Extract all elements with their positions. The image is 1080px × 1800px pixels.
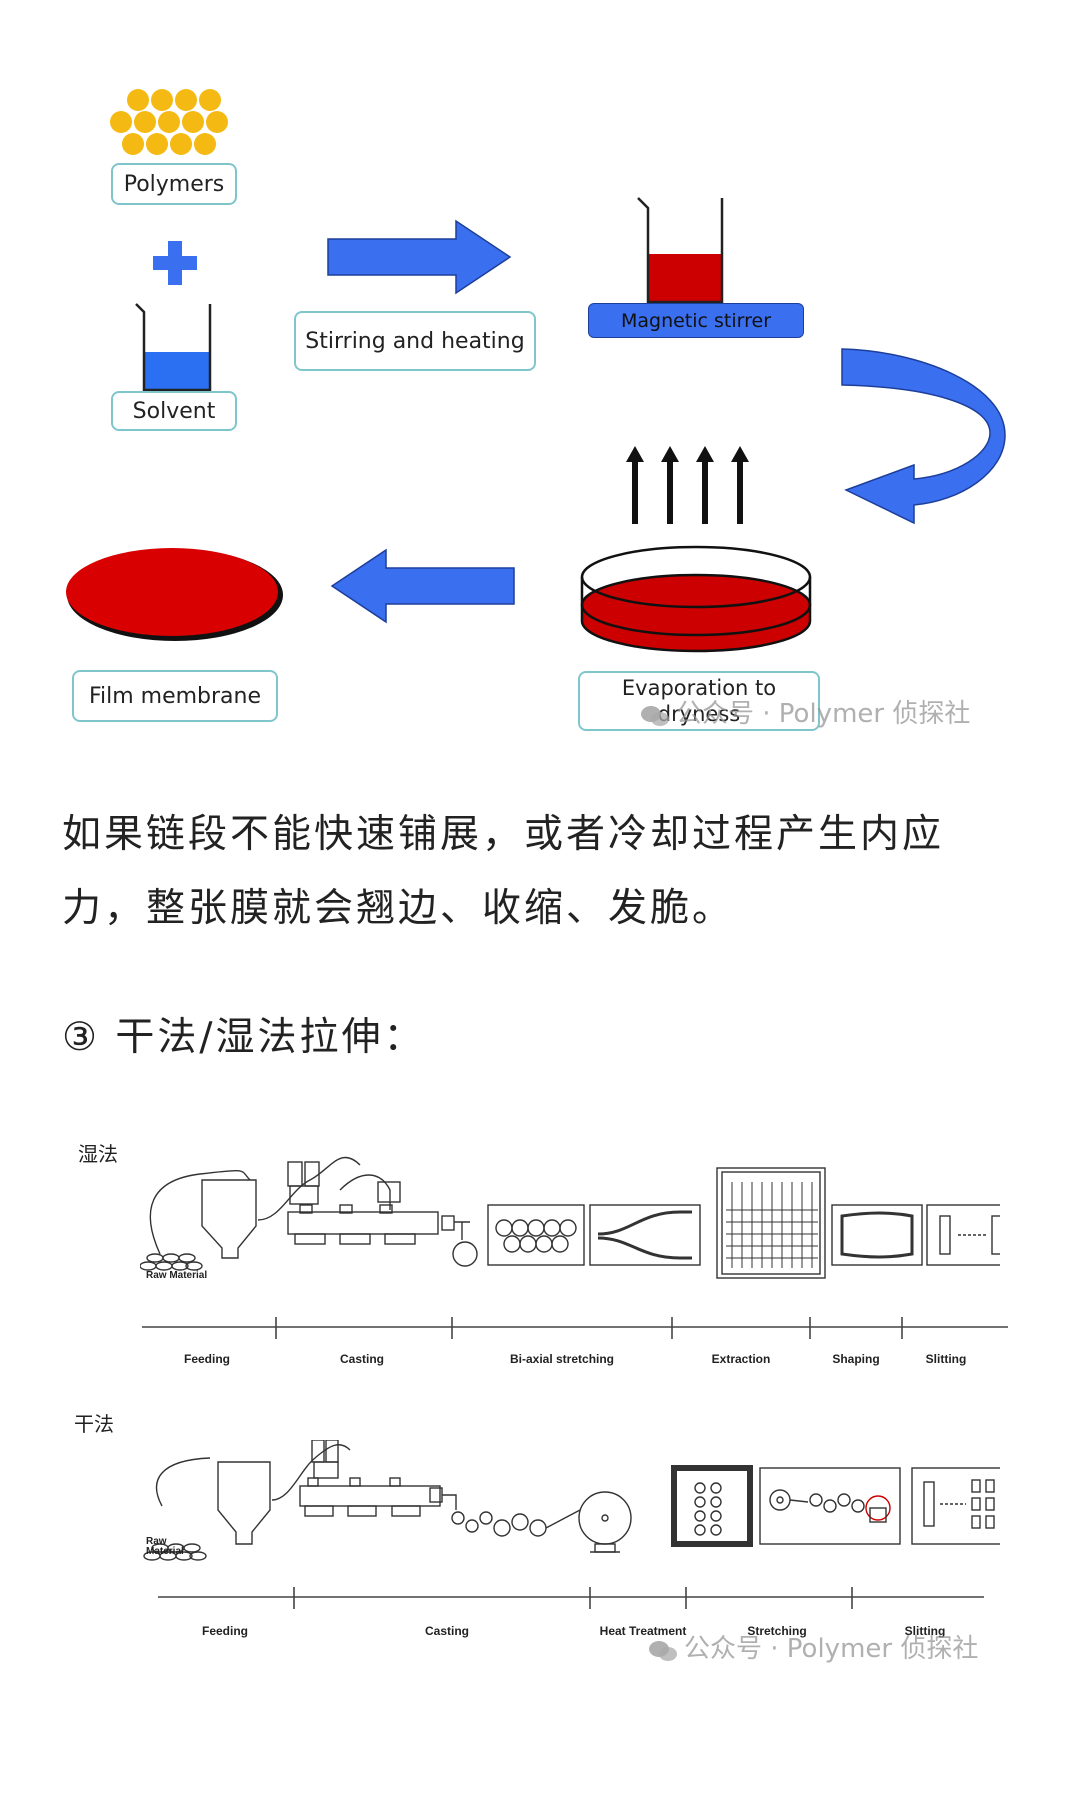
petri-dish-icon xyxy=(580,545,812,653)
dry-process-illustration xyxy=(143,1440,1000,1561)
solvent-label: Solvent xyxy=(111,391,237,431)
film-membrane-icon xyxy=(66,548,283,641)
wet-stage-label: Slitting xyxy=(925,1352,967,1366)
wet-raw-material-label: Raw Material xyxy=(146,1270,208,1281)
watermark-1-text: 公众号 · Polymer 侦探社 xyxy=(676,699,971,729)
solution-casting-diagram: Polymers Solvent Stirring and heating Ma… xyxy=(0,0,1080,760)
watermark-2: 公众号 · Polymer 侦探社 xyxy=(648,1628,978,1665)
wechat-icon xyxy=(640,704,670,726)
wet-timeline xyxy=(142,1317,1008,1339)
wet-process-label: 湿法 xyxy=(78,1142,118,1166)
wet-stage-label: Feeding xyxy=(183,1352,231,1366)
dry-process-label: 干法 xyxy=(74,1412,114,1436)
dry-timeline xyxy=(158,1587,984,1609)
polymer-beads-icon xyxy=(110,89,228,155)
film-membrane-label: Film membrane xyxy=(72,670,278,722)
dry-stage-label: Slitting xyxy=(904,1624,946,1638)
dry-stage-label: Feeding xyxy=(201,1624,249,1638)
dry-raw-material-line-1: Raw xyxy=(146,1536,167,1547)
watermark-1: 公众号 · Polymer 侦探社 xyxy=(640,693,970,730)
evaporation-arrows-icon xyxy=(626,446,749,524)
wet-stage-label: Extraction xyxy=(711,1352,771,1366)
red-beaker-icon xyxy=(637,197,724,304)
wet-stage-label: Bi-axial stretching xyxy=(509,1352,615,1366)
dry-stage-label: Heat Treatment xyxy=(599,1624,687,1638)
dry-stage-label: Stretching xyxy=(747,1624,807,1638)
wechat-icon xyxy=(648,1639,678,1661)
wet-dry-process-diagram: 湿法 xyxy=(0,1120,1080,1680)
arrow-left-icon xyxy=(330,548,515,624)
dry-stage-label: Casting xyxy=(424,1624,470,1638)
polymers-label: Polymers xyxy=(111,163,237,205)
dry-raw-material-label: Raw Material xyxy=(146,1537,184,1557)
wet-stage-label: Casting xyxy=(339,1352,385,1366)
body-paragraph: 如果链段不能快速铺展，或者冷却过程产生内应力，整张膜就会翘边、收缩、发脆。 xyxy=(62,812,945,931)
wet-stage-label: Shaping xyxy=(832,1352,880,1366)
magnetic-stirrer-plate: Magnetic stirrer xyxy=(588,303,804,338)
solvent-beaker-icon xyxy=(135,303,212,392)
evaporation-line-2: dryness xyxy=(657,702,741,726)
dry-raw-material-line-2: Material xyxy=(146,1546,184,1557)
plus-icon xyxy=(153,241,197,285)
evaporation-label: Evaporation to dryness xyxy=(578,671,820,731)
curved-arrow-icon xyxy=(841,348,1006,525)
section-heading: ③ 干法/湿法拉伸： xyxy=(62,1015,426,1060)
evaporation-line-1: Evaporation to xyxy=(621,676,777,700)
stirring-heating-label: Stirring and heating xyxy=(294,311,536,371)
wet-process-illustration xyxy=(140,1156,1000,1279)
arrow-right-icon xyxy=(327,219,512,295)
watermark-2-text: 公众号 · Polymer 侦探社 xyxy=(684,1634,979,1664)
